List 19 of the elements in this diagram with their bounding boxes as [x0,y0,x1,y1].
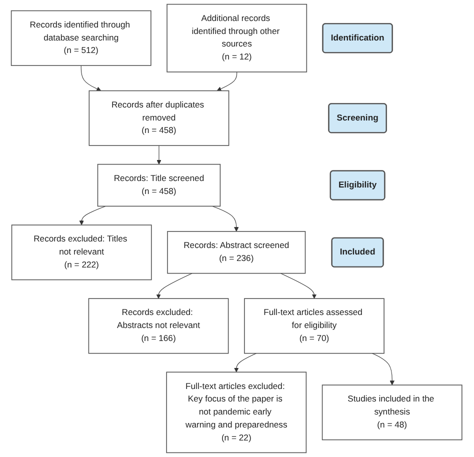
node-box: Records after duplicates removed (n = 458) [89,90,230,146]
node-box: Full-text articles assessed for eligibility (n = 70) [244,298,385,354]
arrow [81,65,102,92]
arrow [234,353,257,372]
node-box: Studies included in the synthesis (n = 48) [322,384,463,440]
arrow [280,273,317,299]
node-box: Records: Title screened (n = 458) [98,164,221,207]
node-box: Records identified through database searching (n = 512) [11,10,152,66]
arrow [156,273,193,299]
arrow [217,72,238,92]
node-box: Records excluded: Titles not relevant (n = 222) [12,224,152,280]
node-box: Records: Abstract screened (n = 236) [167,231,306,274]
arrow [157,145,162,165]
node-box: Full-text articles excluded: Key focus of the paper is not pandemic early warning and preparedness (n = 22) [166,372,307,454]
arrow [212,206,240,232]
node-box: Additional records identified through other sources (n = 12) [167,4,308,72]
node-box: Records excluded: Abstracts not relevant (n = 166) [88,298,230,354]
arrow [80,206,106,226]
arrow [372,353,395,386]
